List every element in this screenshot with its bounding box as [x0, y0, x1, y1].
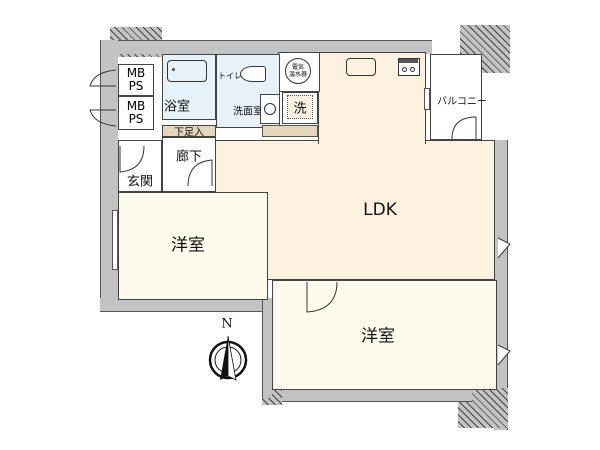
mbps-2-ps: PS: [128, 112, 144, 126]
north-arrow-icon: [208, 335, 248, 381]
hallway-door-swing: [187, 159, 213, 187]
bathtub-icon: [167, 60, 207, 82]
balcony-door-swing: [451, 116, 477, 140]
wall-top: [110, 40, 432, 54]
room-label-ldk: LDK: [363, 200, 397, 220]
mbps-closet-1: MB PS: [118, 64, 154, 96]
mbps-1-mb: MB: [126, 66, 146, 80]
room-western-1: [118, 192, 268, 300]
compass-north-label: N: [221, 316, 233, 332]
balcony-label: バルコニー: [437, 96, 487, 108]
shoe-storage: [162, 125, 216, 137]
balcony-window: [424, 88, 430, 110]
washer-label: 洗: [293, 101, 307, 117]
room-label-western-1: 洋室: [171, 235, 205, 256]
wall-bottom: [262, 388, 472, 402]
washbasin-icon: [260, 94, 280, 124]
ldk-window-swing: [497, 237, 511, 259]
mbps-2-mb: MB: [126, 99, 146, 113]
room-label-toilet: トイレ: [218, 71, 242, 81]
western-2-door-swing: [306, 281, 338, 313]
room-label-bathroom: 浴室: [163, 99, 191, 115]
wall-inner-vertical: [262, 298, 272, 398]
room-entrance: [118, 140, 162, 192]
western-2-window-swing: [497, 344, 511, 366]
mbps-1-ps: PS: [128, 79, 144, 93]
room-western-2: [272, 280, 497, 390]
mbps-closet-2: MB PS: [118, 96, 154, 130]
water-heater-label-2: 温水器: [288, 71, 307, 78]
western-1-window: [112, 210, 118, 270]
wall-western1-bottom: [100, 298, 272, 312]
water-heater-label-1: 電気: [291, 64, 304, 71]
stove-icon: [398, 58, 420, 76]
kitchen-sink-icon: [346, 58, 376, 76]
entrance-door-swing: [119, 145, 145, 173]
kitchen-counter-strip: [262, 125, 318, 137]
washer-pan: [287, 95, 313, 119]
room-label-entrance: 玄関: [126, 174, 154, 190]
mbps-door-swing: [89, 69, 117, 127]
room-hallway: [162, 137, 216, 192]
room-label-shoe-storage: 下足入: [174, 127, 204, 139]
water-heater-icon: 電気 温水器: [285, 58, 311, 84]
toilet-icon: [240, 66, 266, 82]
room-label-western-2: 洋室: [361, 326, 395, 347]
balcony: [430, 54, 482, 140]
room-label-washroom: 洗面室: [233, 106, 263, 118]
room-label-hallway: 廊下: [175, 149, 203, 165]
